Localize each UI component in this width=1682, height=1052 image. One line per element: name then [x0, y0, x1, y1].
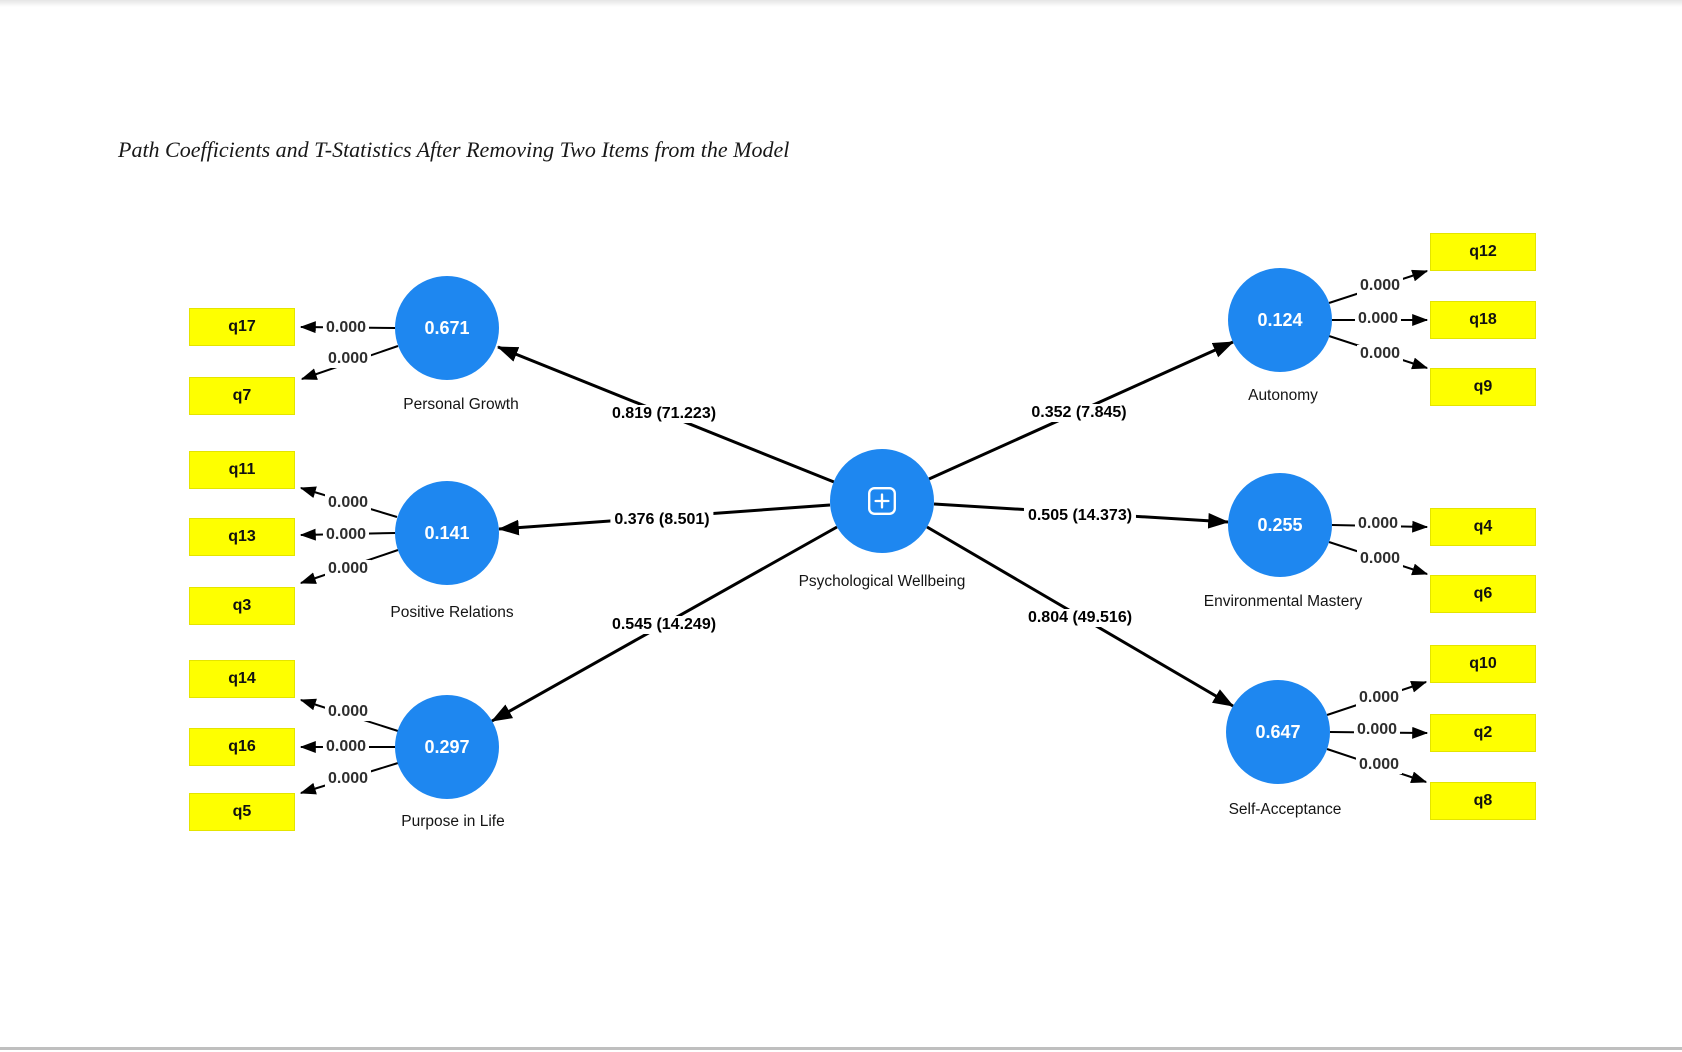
plus-icon [868, 487, 896, 515]
label-autonomy: Autonomy [1248, 387, 1318, 404]
loading-q6: 0.000 [1356, 550, 1404, 568]
indicator-q13: q13 [189, 518, 295, 556]
path-label-self-acceptance: 0.804 (49.516) [1023, 609, 1137, 627]
indicator-q10: q10 [1430, 645, 1536, 683]
label-purpose-in-life: Purpose in Life [401, 813, 505, 830]
loading-q4: 0.000 [1354, 515, 1402, 533]
loading-q11: 0.000 [324, 494, 372, 512]
construct-autonomy: 0.124 [1228, 268, 1332, 372]
indicator-q7: q7 [189, 377, 295, 415]
label-positive-relations: Positive Relations [390, 604, 514, 621]
path-label-purpose-in-life: 0.545 (14.249) [607, 616, 721, 634]
construct-value: 0.647 [1255, 721, 1301, 742]
loading-q3: 0.000 [324, 560, 372, 578]
top-shadow [0, 0, 1682, 7]
loading-q18: 0.000 [1354, 310, 1402, 328]
path-label-positive-relations: 0.376 (8.501) [610, 511, 714, 529]
indicator-q4: q4 [1430, 508, 1536, 546]
bottom-rule [0, 1047, 1682, 1050]
loading-q10: 0.000 [1355, 689, 1403, 707]
construct-self-acceptance: 0.647 [1226, 680, 1330, 784]
figure-title: Path Coefficients and T-Statistics After… [118, 137, 790, 162]
construct-psychological-wellbeing [830, 449, 934, 553]
indicator-q14: q14 [189, 660, 295, 698]
loading-q9: 0.000 [1356, 345, 1404, 363]
loading-q5: 0.000 [324, 770, 372, 788]
construct-value: 0.141 [424, 522, 470, 543]
construct-value: 0.671 [424, 317, 470, 338]
loading-q8: 0.000 [1355, 756, 1403, 774]
indicator-q12: q12 [1430, 233, 1536, 271]
indicator-q3: q3 [189, 587, 295, 625]
loading-q2: 0.000 [1353, 721, 1401, 739]
indicator-q8: q8 [1430, 782, 1536, 820]
loading-q16: 0.000 [322, 738, 370, 756]
construct-positive-relations: 0.141 [395, 481, 499, 585]
indicator-q2: q2 [1430, 714, 1536, 752]
indicator-q5: q5 [189, 793, 295, 831]
loading-q17: 0.000 [322, 319, 370, 337]
construct-value: 0.124 [1257, 309, 1303, 330]
label-environmental-mastery: Environmental Mastery [1203, 593, 1363, 610]
construct-value: 0.255 [1257, 514, 1303, 535]
indicator-q16: q16 [189, 728, 295, 766]
path-label-personal-growth: 0.819 (71.223) [607, 405, 721, 423]
label-personal-growth: Personal Growth [403, 396, 519, 413]
indicator-q17: q17 [189, 308, 295, 346]
indicator-q11: q11 [189, 451, 295, 489]
indicator-q18: q18 [1430, 301, 1536, 339]
construct-personal-growth: 0.671 [395, 276, 499, 380]
loading-q14: 0.000 [324, 703, 372, 721]
path-label-environmental-mastery: 0.505 (14.373) [1023, 507, 1137, 525]
loading-q12: 0.000 [1356, 277, 1404, 295]
label-self-acceptance: Self-Acceptance [1228, 801, 1342, 818]
indicator-q6: q6 [1430, 575, 1536, 613]
construct-purpose-in-life: 0.297 [395, 695, 499, 799]
label-psychological-wellbeing: Psychological Wellbeing [798, 573, 966, 590]
loading-q7: 0.000 [324, 350, 372, 368]
indicator-q9: q9 [1430, 368, 1536, 406]
loading-q13: 0.000 [322, 526, 370, 544]
construct-value: 0.297 [424, 736, 470, 757]
construct-environmental-mastery: 0.255 [1228, 473, 1332, 577]
path-label-autonomy: 0.352 (7.845) [1027, 404, 1131, 422]
